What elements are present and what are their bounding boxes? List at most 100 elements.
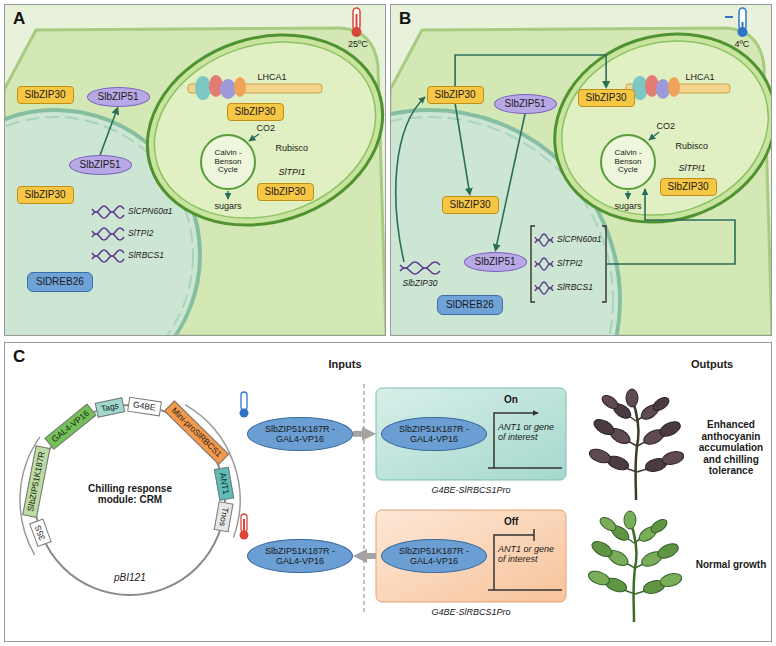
protein-box: SlbZIP30 <box>442 196 499 214</box>
drawing-part <box>627 191 628 199</box>
enzyme-label: Rubisco <box>676 141 709 151</box>
drawing-part <box>606 189 735 264</box>
drawing-part <box>739 8 746 30</box>
gene-label: SlTPI2 <box>557 259 583 269</box>
drawing-part <box>649 517 669 536</box>
drawing-part <box>376 388 566 480</box>
drawing-part <box>220 79 236 99</box>
drawing-part <box>35 405 225 595</box>
protein-ellipse: SlbZIP51 <box>69 155 132 175</box>
node-text: SlbZIP30 <box>265 186 306 198</box>
node-text: SlDREB26 <box>446 299 494 311</box>
protein-box: SlbZIP30 <box>17 86 74 104</box>
drawing-part <box>241 392 247 410</box>
cycle-circle: Calvin -Benson Cycle <box>200 134 256 190</box>
drawing-part <box>626 389 638 407</box>
arrow-connector <box>367 553 376 559</box>
module-label: Chilling response module: CRM <box>78 483 182 506</box>
column-heading: Outputs <box>691 358 733 371</box>
protein-ellipse: SlbZIP51 <box>87 87 150 107</box>
drawing-part <box>668 77 680 97</box>
drawing-part <box>488 589 562 591</box>
drawing-part <box>589 538 614 559</box>
drawing-part <box>234 77 246 97</box>
protein-ellipse: SlbZIP51K187R -GAL4-VP16 <box>247 417 353 452</box>
plasmid-segment: Tnos <box>213 501 233 532</box>
drawing-part <box>92 228 124 240</box>
plasmid-segment: Mini-proSlRBCS1 <box>164 400 229 465</box>
drawing-part <box>535 234 553 246</box>
drawing-part <box>656 79 670 99</box>
protein-label: SlTPI1 <box>279 167 306 177</box>
output-label: Enhanced anthocyanin accumulation and ch… <box>689 419 773 477</box>
node-text: ANT1 or gene of interest <box>498 544 562 565</box>
node-text: SlbZIP51K187R -GAL4-VP16 <box>395 546 473 567</box>
drawing-part <box>632 398 639 500</box>
column-heading: Inputs <box>329 358 362 371</box>
drawing-part <box>243 519 245 532</box>
plasmid-segment: ANT1 <box>213 467 234 501</box>
node-text: SlbZIP51K187R -GAL4-VP16 <box>261 546 339 567</box>
gene-label: SlRBCS1 <box>128 251 164 261</box>
drawing-part <box>241 514 247 532</box>
node-text: ANT1 or gene of interest <box>498 422 562 443</box>
drawing-part <box>651 395 671 414</box>
protein-box: SlbZIP30 <box>427 86 484 104</box>
node-text: GAL4-VP16 <box>50 408 91 444</box>
node-text: SlbZIP30 <box>25 89 66 101</box>
drawing-part <box>657 419 682 439</box>
drawing-part <box>4 342 772 642</box>
drawing-part <box>488 467 562 469</box>
drawing-part <box>352 27 362 37</box>
protein-box: SlbZIP30 <box>578 89 635 107</box>
node-text: SlbZIP51K187R -GAL4-VP16 <box>395 424 473 445</box>
node-text: Tnos <box>217 507 229 527</box>
node-text: G4BE-SlRBCS1Pro <box>376 607 566 617</box>
panel-b-art <box>390 4 772 336</box>
node-text: SlbZIP30 <box>586 92 627 104</box>
plasmid-segment: Tags <box>95 397 126 418</box>
gene-label: SlCPN60α1 <box>128 207 173 217</box>
node-text: SlbZIP51K187R -GAL4-VP16 <box>261 424 339 445</box>
node-text: SlbZIP30 <box>235 106 276 118</box>
protein-box: SlDREB26 <box>437 295 503 315</box>
drawing-part <box>725 16 733 18</box>
plasmid-segment: GAL4-VP16 <box>44 403 97 450</box>
drawing-part <box>530 6 772 250</box>
node-text: G4BE <box>132 400 156 413</box>
node-text: SlbZIP51 <box>475 256 516 268</box>
arrow-connector <box>455 104 469 189</box>
protein-ellipse: SlbZIP51 <box>494 94 557 114</box>
drawing-part <box>588 447 613 466</box>
drawing-part <box>240 531 249 540</box>
protein-box: SlbZIP30 <box>17 186 74 204</box>
protein-label: SlTPI1 <box>679 163 706 173</box>
panel-a-art <box>4 4 386 336</box>
drawing-part <box>396 97 425 262</box>
gene-label: SlbZIP30 <box>403 279 438 289</box>
gene-label: SlRBCS1 <box>557 283 593 293</box>
drawing-part <box>122 5 386 254</box>
arrow-connector <box>455 55 606 86</box>
node-text: A <box>13 9 25 29</box>
drawing-part <box>400 262 440 274</box>
plasmid-segment: G4BE <box>127 396 162 416</box>
drawing-part <box>649 132 659 140</box>
enzyme-label: Rubisco <box>276 143 309 153</box>
purple-plant <box>588 389 686 500</box>
protein-label: LHCA1 <box>686 72 715 82</box>
node-text: SlbZIP30 <box>450 199 491 211</box>
drawing-part <box>655 541 680 561</box>
drawing-part <box>598 515 618 534</box>
drawing-part <box>122 5 386 254</box>
protein-box: SlbZIP30 <box>660 178 717 196</box>
gene-label: SlTPI2 <box>128 229 154 239</box>
arrow-connector <box>100 114 115 155</box>
drawing-part <box>376 510 566 602</box>
drawing-part <box>92 206 124 218</box>
node-text: SlDREB26 <box>36 276 84 288</box>
output-box: OffANT1 or gene of interestG4BE-SlRBCS1P… <box>376 510 566 602</box>
drawing-part <box>531 226 606 302</box>
node-text: 35S <box>34 524 48 541</box>
